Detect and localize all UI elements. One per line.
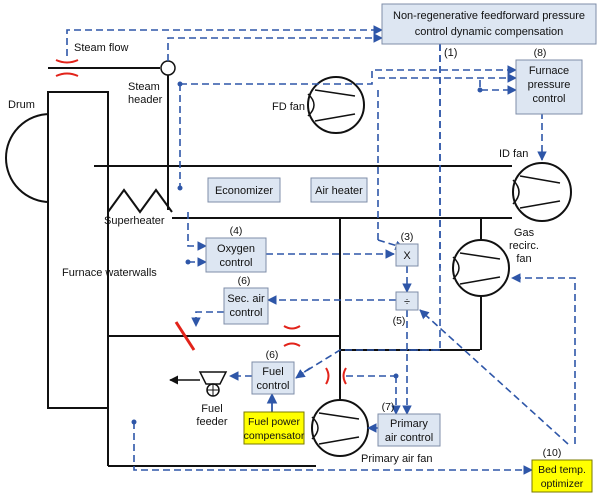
gas-recirc-line-2: recirc. xyxy=(509,240,539,252)
furnace-pressure-line-1: Furnace xyxy=(529,65,569,77)
furnace-pressure-line-3: control xyxy=(532,93,565,105)
furnace-waterwalls-label: Furnace waterwalls xyxy=(62,267,157,279)
oxygen-line-2: control xyxy=(219,257,252,269)
oxygen-num: (4) xyxy=(230,225,243,237)
sec-air-line-1: Sec. air xyxy=(227,293,265,305)
bed-temp-line-2: optimizer xyxy=(541,478,584,490)
primary-air-fan-label: Primary air fan xyxy=(361,453,433,465)
multiply-block: (3) X xyxy=(395,231,419,267)
fuel-feeder xyxy=(198,371,228,385)
primary-air-fan xyxy=(311,399,369,457)
multiply-symbol: X xyxy=(403,250,411,262)
bed-temp-optimizer-block: (10) Bed temp. optimizer xyxy=(531,447,593,493)
gas-recirc-line-1: Gas xyxy=(514,227,535,239)
steam-header-node xyxy=(160,60,176,76)
furnace-pressure-control-block: (8) Furnace pressure control xyxy=(515,47,583,115)
furnace-pressure-line-2: pressure xyxy=(528,79,571,91)
fuel-power-compensator-block: Fuel power compensator xyxy=(243,411,305,445)
furnace xyxy=(47,91,109,409)
superheater-coil xyxy=(107,188,173,214)
fuel-feeder-line-2: feeder xyxy=(196,416,228,428)
primary-air-line-1: Primary xyxy=(390,418,428,430)
air-heater-label: Air heater xyxy=(315,185,363,197)
steam-flow-label: Steam flow xyxy=(74,42,128,54)
fuel-control-num: (6) xyxy=(266,349,279,361)
economizer-label: Economizer xyxy=(215,185,273,197)
primary-air-control-block: (7) Primary air control xyxy=(377,401,441,447)
fuel-power-line-1: Fuel power xyxy=(248,416,300,428)
nonregen-line-2: control dynamic compensation xyxy=(415,26,564,38)
fuel-control-line-1: Fuel xyxy=(262,366,283,378)
bed-temp-num: (10) xyxy=(543,447,562,459)
oxygen-line-1: Oxygen xyxy=(217,243,255,255)
divide-block: ÷ (5) xyxy=(393,291,419,327)
fuel-power-line-2: compensator xyxy=(244,430,305,442)
primary-air-line-2: air control xyxy=(385,432,433,444)
gas-recirc-fan xyxy=(452,239,510,297)
sec-air-damper xyxy=(174,321,196,351)
sec-air-orifice xyxy=(283,325,301,347)
oxygen-control-block: (4) Oxygen control xyxy=(205,225,267,273)
annotation-n1: (1) xyxy=(444,47,457,59)
nonregen-compensation-block: Non-regenerative feedforward pressure co… xyxy=(381,3,597,45)
nonregen-line-1: Non-regenerative feedforward pressure xyxy=(393,10,585,22)
fuel-control-block: (6) Fuel control xyxy=(251,349,295,395)
fuel-control-line-2: control xyxy=(256,380,289,392)
drum-label: Drum xyxy=(8,99,35,111)
multiply-num: (3) xyxy=(401,231,414,243)
divide-num: (5) xyxy=(393,315,406,327)
air-heater-block: Air heater xyxy=(310,177,368,203)
fd-fan-label: FD fan xyxy=(272,101,305,113)
steam-header-line-2: header xyxy=(128,94,163,106)
primary-air-orifice xyxy=(325,367,347,385)
id-fan-label: ID fan xyxy=(499,148,528,160)
steam-flow-orifice xyxy=(55,59,79,77)
sec-air-num: (6) xyxy=(238,275,251,287)
sec-air-line-2: control xyxy=(229,307,262,319)
superheater-label: Superheater xyxy=(104,215,165,227)
divide-symbol: ÷ xyxy=(404,296,410,308)
id-fan xyxy=(512,162,572,222)
primary-air-num: (7) xyxy=(382,401,395,413)
furnace-pressure-num: (8) xyxy=(534,47,547,59)
gas-recirc-line-3: fan xyxy=(516,253,531,265)
fd-fan xyxy=(307,76,365,134)
fuel-feeder-line-1: Fuel xyxy=(201,403,222,415)
economizer-block: Economizer xyxy=(207,177,281,203)
steam-header-line-1: Steam xyxy=(128,81,160,93)
bed-temp-line-1: Bed temp. xyxy=(538,464,586,476)
sec-air-control-block: (6) Sec. air control xyxy=(223,275,269,325)
